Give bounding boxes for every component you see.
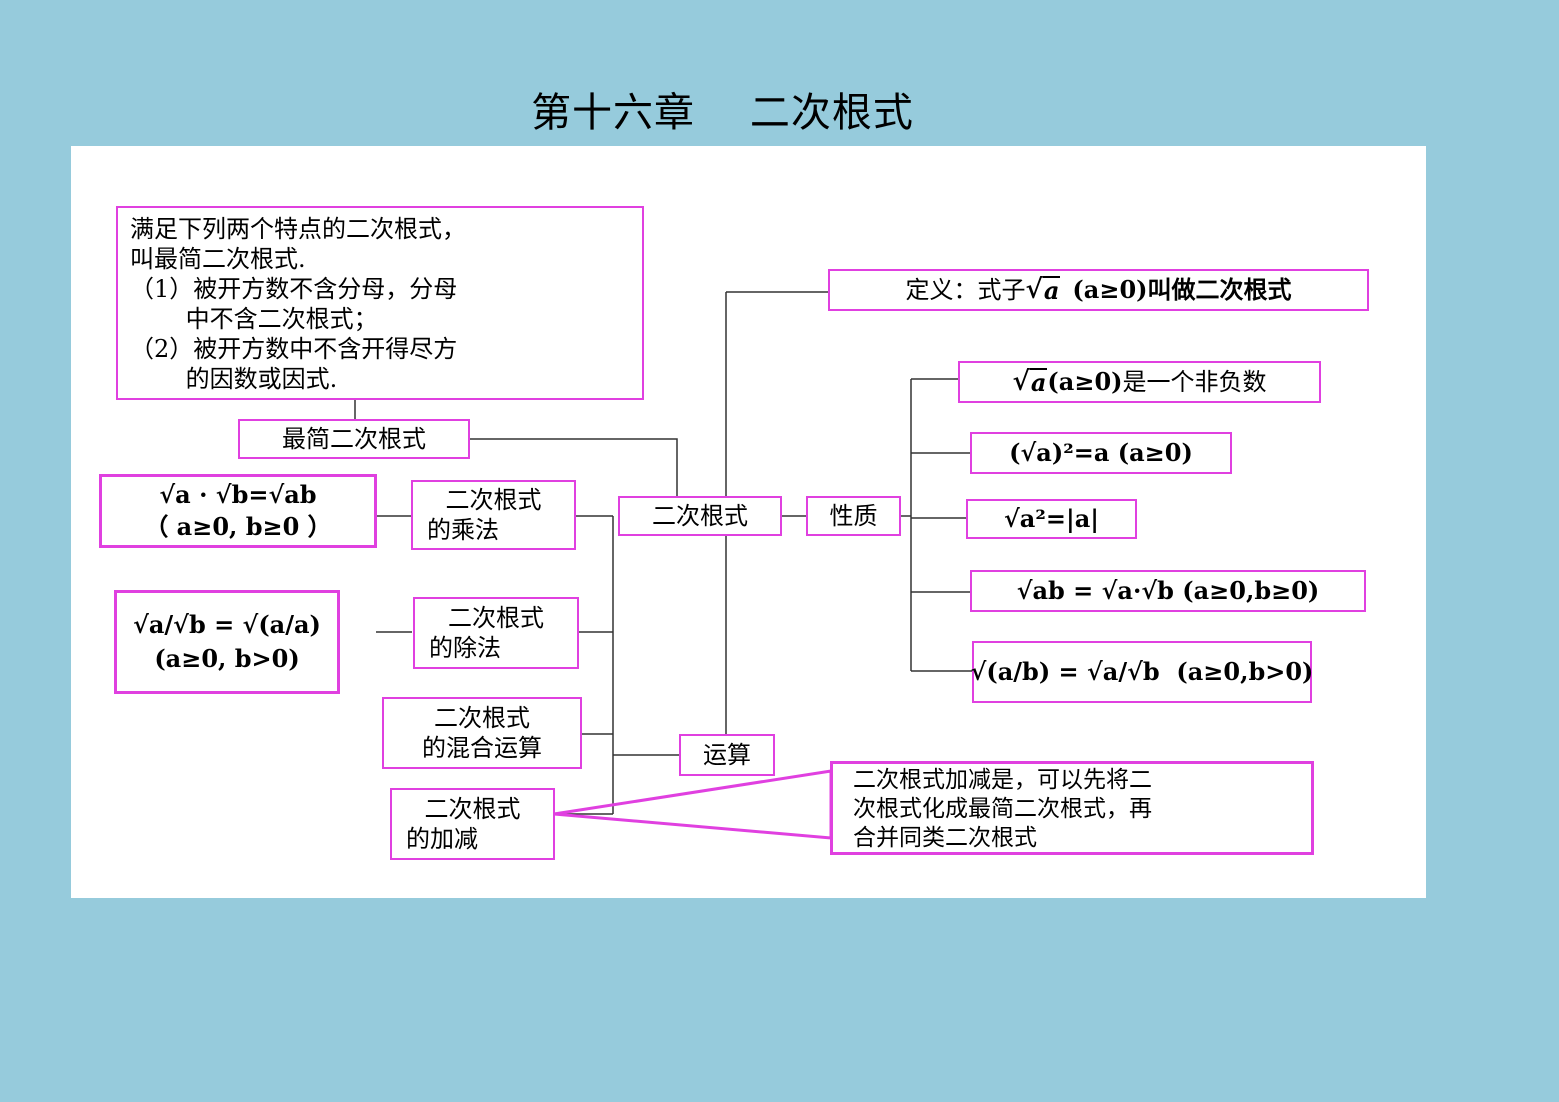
property-4-condition: (a≥0,b≥0) xyxy=(1182,576,1320,605)
addition-subtraction-node: 二次根式 的加减 xyxy=(390,788,555,860)
addsub-note-line: 次根式化成最简二次根式，再 xyxy=(853,796,1152,822)
property-1-text: 是一个非负数 xyxy=(1122,368,1267,396)
mixed-label-line: 二次根式 xyxy=(434,704,530,732)
property-5: √(a/b) = √a/√b (a≥0,b>0) xyxy=(970,641,1314,703)
mixed-operations-node: 二次根式 的混合运算 xyxy=(382,697,582,769)
radical-sign-icon: √ xyxy=(1025,274,1043,305)
property-5-condition: (a≥0,b>0) xyxy=(1176,657,1314,686)
addsub-note-line: 合并同类二次根式 xyxy=(853,825,1037,851)
multiplication-formula-box: √a · √b=√ab （ a≥0, b≥0 ） xyxy=(99,474,377,548)
properties-node: 性质 xyxy=(806,496,901,536)
property-2: (√a)²=a (a≥0) xyxy=(970,432,1232,474)
multiplication-formula: √a · √b=√ab xyxy=(159,480,317,509)
center-node-quadratic-radical: 二次根式 xyxy=(618,496,782,536)
property-3-formula: √a²=|a| xyxy=(1004,504,1099,533)
division-formula-box: √a/√b = √(a/a) (a≥0, b>0) xyxy=(114,590,340,694)
addition-subtraction-note-box: 二次根式加减是，可以先将二 次根式化成最简二次根式，再 合并同类二次根式 xyxy=(830,761,1314,855)
simplest-radical-definition-box: 满足下列两个特点的二次根式， 叫最简二次根式. （1）被开方数不含分母，分母 中… xyxy=(116,206,644,400)
property-2-formula: (√a)²=a xyxy=(1009,438,1110,467)
simplest-def-line: 的因数或因式. xyxy=(130,365,338,393)
definition-radicand: a xyxy=(1043,276,1060,306)
multiplication-label-line: 二次根式 xyxy=(445,486,542,514)
concept-map-panel: 满足下列两个特点的二次根式， 叫最简二次根式. （1）被开方数不含分母，分母 中… xyxy=(71,146,1426,898)
property-1-condition: (a≥0) xyxy=(1047,367,1123,396)
property-3: √a²=|a| xyxy=(966,499,1137,539)
addsub-label-line: 二次根式 xyxy=(424,795,521,823)
simplest-radical-node: 最简二次根式 xyxy=(238,419,470,459)
simplest-def-line: 中不含二次根式； xyxy=(130,305,378,333)
division-label-line: 的除法 xyxy=(429,634,501,662)
division-condition: (a≥0, b>0) xyxy=(154,644,300,673)
operations-node: 运算 xyxy=(679,734,775,776)
addsub-note-line: 二次根式加减是，可以先将二 xyxy=(853,767,1152,793)
radical-sign-icon: √ xyxy=(1012,366,1030,397)
definition-condition: (a≥0) xyxy=(1072,275,1148,304)
property-5-formula: √(a/b) = √a/√b xyxy=(970,657,1160,686)
definition-node: 定义：式子 √a (a≥0) 叫做二次根式 xyxy=(828,269,1369,311)
simplest-def-line: （2）被开方数中不含开得尽方 xyxy=(130,335,458,363)
definition-suffix: 叫做二次根式 xyxy=(1147,275,1292,304)
page-title: 第十六章 二次根式 xyxy=(531,90,914,136)
property-1: √a (a≥0) 是一个非负数 xyxy=(958,361,1321,403)
division-label-line: 二次根式 xyxy=(448,604,544,632)
simplest-def-line: 叫最简二次根式. xyxy=(130,245,306,273)
addsub-label-line: 的加减 xyxy=(406,825,478,853)
multiplication-condition: （ a≥0, b≥0 ） xyxy=(144,512,332,541)
property-4: √ab = √a·√b (a≥0,b≥0) xyxy=(970,570,1366,612)
property-4-formula: √ab = √a·√b xyxy=(1016,576,1174,605)
property-2-condition: (a≥0) xyxy=(1117,438,1193,467)
multiplication-node: 二次根式 的乘法 xyxy=(411,480,576,550)
property-1-radicand: a xyxy=(1030,368,1047,398)
simplest-def-line: （1）被开方数不含分母，分母 xyxy=(130,275,458,303)
simplest-def-line: 满足下列两个特点的二次根式， xyxy=(130,215,466,243)
mixed-label-line: 的混合运算 xyxy=(422,734,542,762)
division-formula: √a/√b = √(a/a) xyxy=(133,610,321,639)
definition-prefix: 定义：式子 xyxy=(905,276,1026,304)
multiplication-label-line: 的乘法 xyxy=(427,516,499,544)
division-node: 二次根式 的除法 xyxy=(413,597,579,669)
